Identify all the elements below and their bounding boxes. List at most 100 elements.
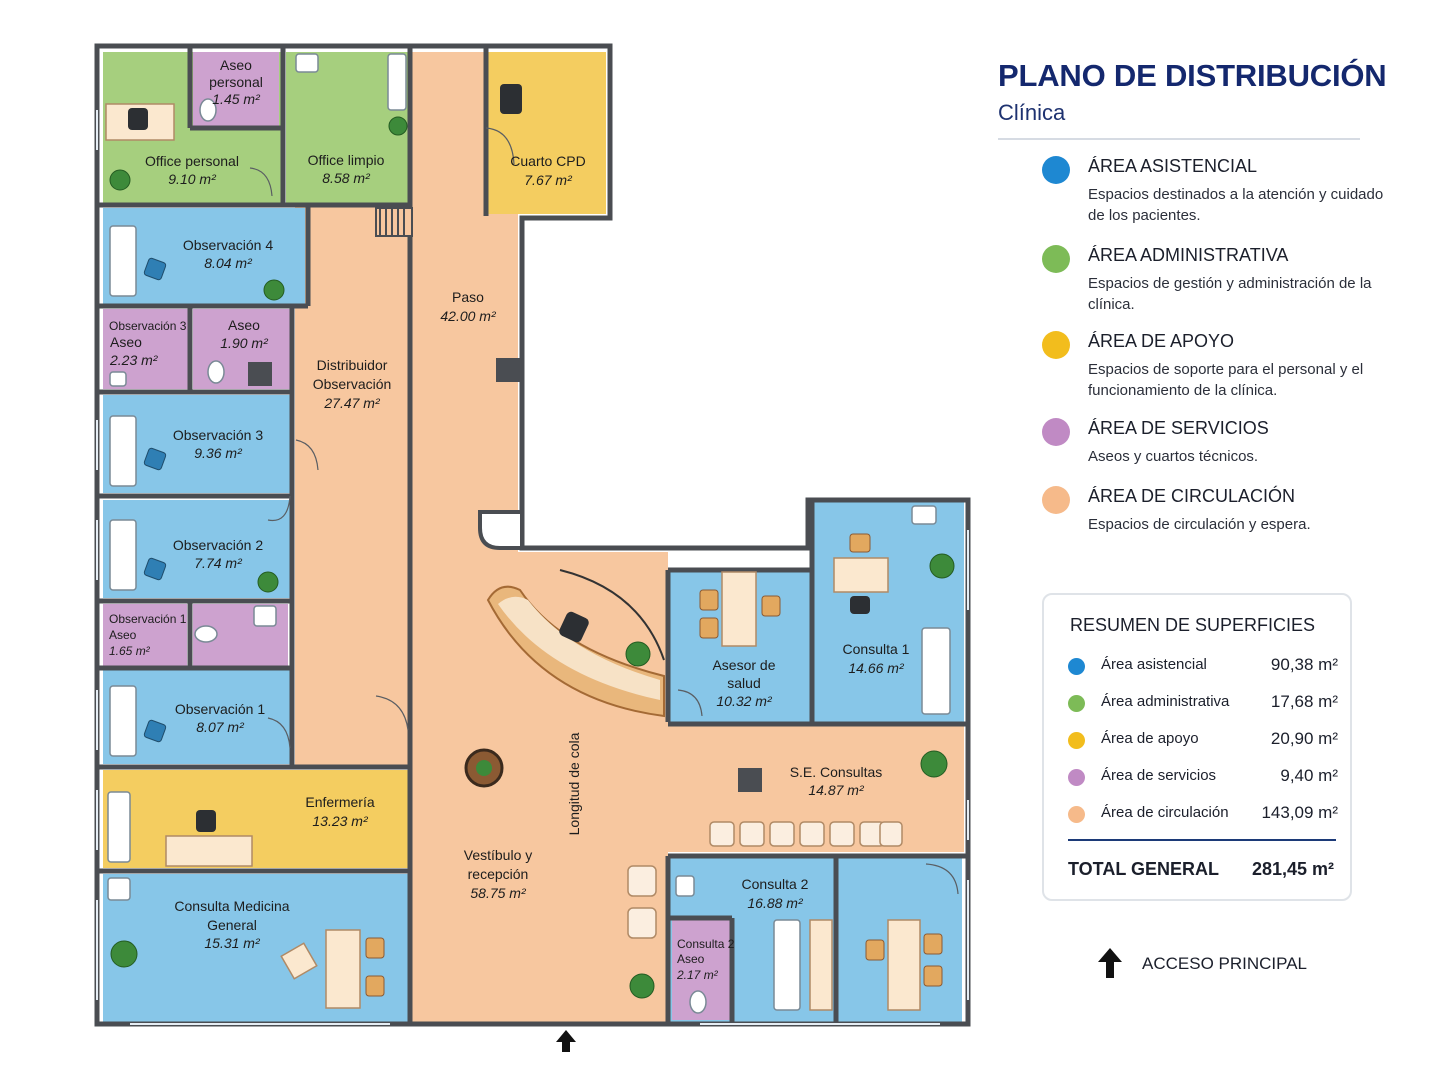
- cons2-aseo-label1: Consulta 2: [677, 937, 735, 951]
- office-chair: [500, 84, 522, 114]
- summary-label: Área de circulación: [1101, 804, 1229, 821]
- office-chair: [850, 596, 870, 614]
- desk: [887, 919, 921, 1011]
- observacion1-label: Observación 1: [175, 701, 265, 717]
- legend-title: ÁREA ASISTENCIAL: [1088, 156, 1258, 176]
- waiting-chair: [769, 821, 795, 847]
- legend-desc: Aseos y cuartos técnicos.: [1088, 448, 1259, 465]
- plant-icon: [929, 553, 955, 579]
- toilet: [207, 360, 225, 384]
- enfermeria-area: 13.23 m²: [312, 813, 369, 829]
- column: [496, 358, 522, 382]
- summary-label: Área asistencial: [1101, 656, 1207, 673]
- column: [248, 362, 272, 386]
- observacion1-area: 8.07 m²: [196, 719, 245, 735]
- bed: [109, 225, 137, 297]
- corner-column: [478, 510, 524, 550]
- plant-icon: [629, 973, 655, 999]
- door-arc: [375, 695, 409, 731]
- summary-value: 17,68 m²: [1270, 692, 1338, 711]
- page-title: PLANO DE DISTRIBUCIÓN: [998, 58, 1387, 93]
- plants: [109, 116, 955, 999]
- cons2-aseo-label2: Aseo: [677, 952, 705, 966]
- summary-row-administrativa: Área administrativa 17,68 m²: [1068, 692, 1338, 716]
- summary-dot: [1068, 769, 1085, 786]
- summary-title: RESUMEN DE SUPERFICIES: [1070, 615, 1316, 635]
- cuarto-cpd-area: 7.67 m²: [524, 172, 573, 188]
- beds: [109, 225, 951, 1011]
- lobby-plant: [476, 760, 492, 776]
- sink: [675, 875, 695, 897]
- sink: [295, 53, 319, 73]
- office-chairs: [128, 84, 870, 832]
- plant-icon: [625, 641, 651, 667]
- office-chair: [196, 810, 216, 832]
- surface-summary: RESUMEN DE SUPERFICIES Área asistencial …: [1042, 593, 1352, 901]
- observacion3-area: 9.36 m²: [194, 445, 243, 461]
- sink: [387, 53, 407, 111]
- room-labels: Aseo 1.45 m² Office personal 9.10 m² Off…: [109, 57, 910, 982]
- vestibulo-label1: Vestíbulo y: [464, 847, 533, 863]
- consulta1-area: 14.66 m²: [848, 660, 905, 676]
- paso-area: 42.00 m²: [440, 308, 497, 324]
- legend-desc: Espacios de circulación y espera.: [1088, 516, 1311, 533]
- se-consultas-area: 14.87 m²: [808, 782, 865, 798]
- office-personal-area: 9.10 m²: [168, 171, 217, 187]
- desk: [833, 557, 889, 593]
- asesor-label2: salud: [727, 675, 760, 691]
- distribuidor-corridor: [295, 206, 410, 766]
- waiting-chair: [627, 907, 657, 939]
- chair: [849, 533, 871, 553]
- bed: [109, 415, 137, 487]
- door-arc: [249, 167, 273, 197]
- summary-divider: [1068, 839, 1336, 841]
- up-arrow-icon: [1098, 948, 1122, 978]
- sink: [107, 877, 131, 901]
- plant-icon: [257, 571, 279, 593]
- asesor-area: 10.32 m²: [716, 693, 773, 709]
- toilet: [194, 625, 218, 643]
- obs1-aseo-area: 1.65 m²: [109, 644, 151, 658]
- consulta-mg-area: 15.31 m²: [204, 935, 261, 951]
- armchair: [143, 447, 167, 471]
- consulta1-label: Consulta 1: [843, 641, 910, 657]
- summary-label: Área de servicios: [1101, 767, 1217, 784]
- waiting-chair: [829, 821, 855, 847]
- waiting-chair: [709, 821, 735, 847]
- paso-label: Paso: [452, 289, 484, 305]
- office-chair: [128, 108, 148, 130]
- column: [738, 768, 762, 792]
- summary-row-circulacion: Área de circulación 143,09 m²: [1068, 803, 1338, 827]
- legend-desc: Espacios destinados a la atención y cuid…: [1088, 186, 1384, 224]
- desks: [105, 103, 921, 1011]
- chair: [365, 975, 385, 997]
- obs3-aseo-area: 2.23 m²: [109, 352, 159, 368]
- consulta-mg-label2: General: [207, 917, 257, 933]
- outer-wall: [94, 43, 971, 1027]
- consulta2-area: 16.88 m²: [747, 895, 804, 911]
- summary-value: 90,38 m²: [1270, 655, 1338, 674]
- sink: [109, 371, 127, 387]
- aseo-area: 1.90 m²: [220, 335, 269, 351]
- summary-row-servicios: Área de servicios 9,40 m²: [1068, 766, 1338, 790]
- access-label: ACCESO PRINCIPAL: [1142, 954, 1308, 973]
- legend-title: ÁREA ADMINISTRATIVA: [1088, 245, 1289, 265]
- chairs: [365, 533, 943, 997]
- legend-desc: Espacios de soporte para el personal y e…: [1088, 361, 1364, 399]
- aseo-personal-area: 1.45 m²: [212, 91, 261, 107]
- reception-arc: [559, 569, 665, 661]
- observacion2-label: Observación 2: [173, 537, 263, 553]
- sanitary: [107, 53, 937, 1014]
- enfermeria-room: [103, 770, 409, 868]
- desk: [280, 942, 318, 980]
- entrance-arrow-icon: [556, 1030, 576, 1052]
- summary-label: Área de apoyo: [1101, 730, 1199, 747]
- sink: [107, 791, 131, 863]
- toilet: [199, 98, 217, 122]
- plant-icon: [109, 169, 131, 191]
- legend-dot: [1042, 156, 1070, 184]
- aseo-personal-label: Aseo: [220, 57, 252, 73]
- desk: [809, 919, 833, 1011]
- bed: [773, 919, 801, 1011]
- asesor-label1: Asesor de: [712, 657, 775, 673]
